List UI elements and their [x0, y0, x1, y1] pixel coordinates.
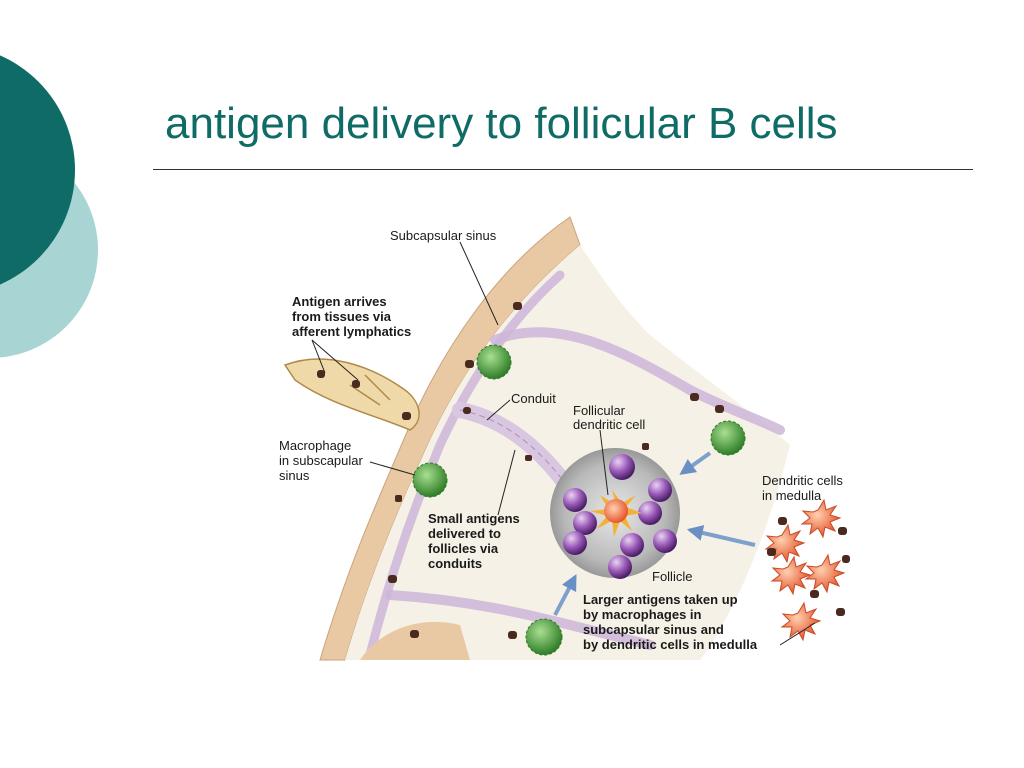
lower-capsule-curve — [360, 621, 470, 660]
dendritic-cell — [770, 555, 812, 596]
antigen — [525, 455, 532, 461]
antigen-particles — [317, 302, 850, 639]
antigen — [836, 608, 845, 616]
antigen — [778, 517, 787, 525]
label-small-antigens: Small antigens delivered to follicles vi… — [428, 511, 523, 571]
antigen — [317, 370, 325, 378]
fdc-body — [604, 499, 628, 523]
sinus-lining-lower — [385, 590, 655, 650]
b-cell — [573, 511, 597, 535]
antigen — [388, 575, 397, 583]
antigen — [842, 555, 850, 563]
arrow-medulla-to-follicle — [686, 525, 756, 547]
antigen — [395, 495, 402, 502]
antigen — [767, 548, 776, 556]
antigen — [465, 360, 474, 368]
sinus-lining-upper — [490, 327, 785, 435]
label-antigen-arrives: Antigen arrives from tissues via afferen… — [292, 294, 411, 339]
b-cell — [648, 478, 672, 502]
b-cell — [620, 533, 644, 557]
b-cell — [638, 501, 662, 525]
title-divider — [153, 169, 973, 170]
leader-lines — [311, 241, 816, 646]
b-cells — [563, 454, 677, 579]
dendritic-cell — [764, 523, 806, 564]
antigen — [690, 393, 699, 401]
antigen — [838, 527, 847, 535]
label-follicular-dendritic-cell: Follicular dendritic cell — [573, 403, 645, 432]
arrow-lower-to-follicle — [553, 574, 577, 616]
dendritic-cell — [780, 601, 822, 642]
antigen — [810, 590, 819, 598]
macrophage-cell — [476, 344, 512, 380]
slide-title: antigen delivery to follicular B cells — [165, 99, 838, 148]
deco-circle-dark — [0, 55, 75, 285]
b-cell — [609, 454, 635, 480]
b-cell — [653, 529, 677, 553]
follicular-dendritic-cell — [590, 490, 642, 537]
b-cell — [563, 531, 587, 555]
label-macrophage: Macrophage in subscapular sinus — [279, 438, 366, 483]
macrophage-cell — [412, 462, 448, 498]
b-cell — [563, 488, 587, 512]
antigen — [352, 380, 360, 388]
decorative-circles — [0, 55, 98, 358]
macrophages — [412, 344, 746, 656]
antigen — [715, 405, 724, 413]
antigen — [463, 407, 471, 414]
medulla-dendritic-cells — [764, 498, 846, 642]
label-dendritic-cells-medulla: Dendritic cells in medulla — [762, 473, 847, 503]
node-tissue — [345, 245, 790, 660]
macrophage-cell — [525, 618, 563, 656]
label-follicle: Follicle — [652, 569, 692, 584]
dendritic-cell — [800, 498, 842, 539]
label-conduit: Conduit — [511, 391, 556, 406]
antigen — [508, 631, 517, 639]
antigen — [642, 443, 649, 450]
label-subcapsular-sinus: Subcapsular sinus — [390, 228, 497, 243]
subcapsular-sinus-lining — [365, 270, 565, 660]
arrow-macrophage-to-follicle — [679, 451, 712, 475]
antigen — [513, 302, 522, 310]
dendritic-cell — [804, 553, 846, 594]
lymph-node-diagram: Subcapsular sinus Antigen arrives from t… — [279, 216, 850, 661]
transport-arrows — [553, 451, 756, 616]
label-larger-antigens: Larger antigens taken up by macrophages … — [583, 592, 758, 652]
antigen — [410, 630, 419, 638]
b-cell — [608, 555, 632, 579]
antigen — [402, 412, 411, 420]
afferent-lymphatic — [283, 358, 420, 431]
lymphatic-valve — [349, 374, 391, 406]
macrophage-cell — [710, 420, 746, 456]
